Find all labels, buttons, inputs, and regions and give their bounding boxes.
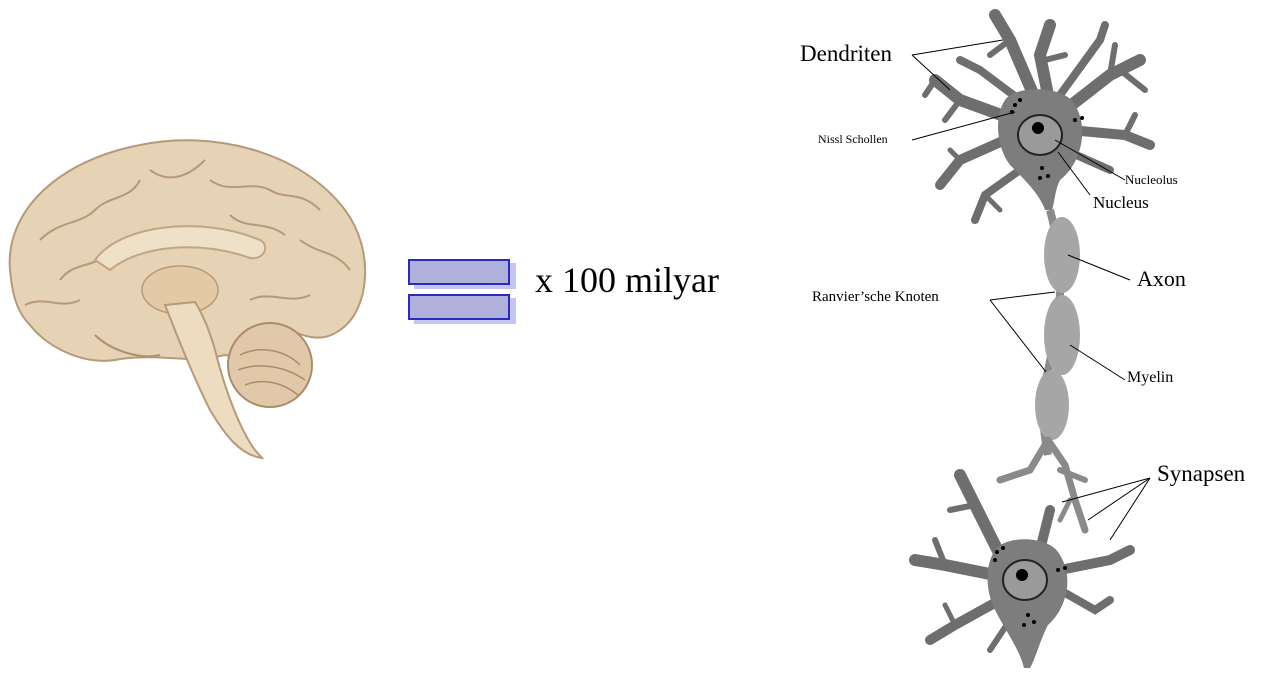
label-ranvier: Ranvier’sche Knoten: [812, 290, 939, 305]
upper-nucleus: [1018, 115, 1062, 155]
label-axon: Axon: [1137, 268, 1186, 290]
label-synapsen: Synapsen: [1157, 462, 1245, 485]
lower-nucleolus: [1016, 569, 1028, 581]
lower-soma: [988, 539, 1068, 668]
label-myelin: Myelin: [1127, 370, 1173, 386]
label-nissl-schollen: Nissl Schollen: [818, 133, 888, 145]
myelin-segment-2: [1044, 295, 1080, 375]
label-dendriten: Dendriten: [800, 42, 892, 65]
label-nucleolus: Nucleolus: [1125, 173, 1178, 186]
label-nucleus: Nucleus: [1093, 194, 1149, 211]
myelin-segment-3: [1035, 370, 1069, 440]
myelin-segment-1: [1044, 217, 1080, 293]
upper-nucleolus: [1032, 122, 1044, 134]
